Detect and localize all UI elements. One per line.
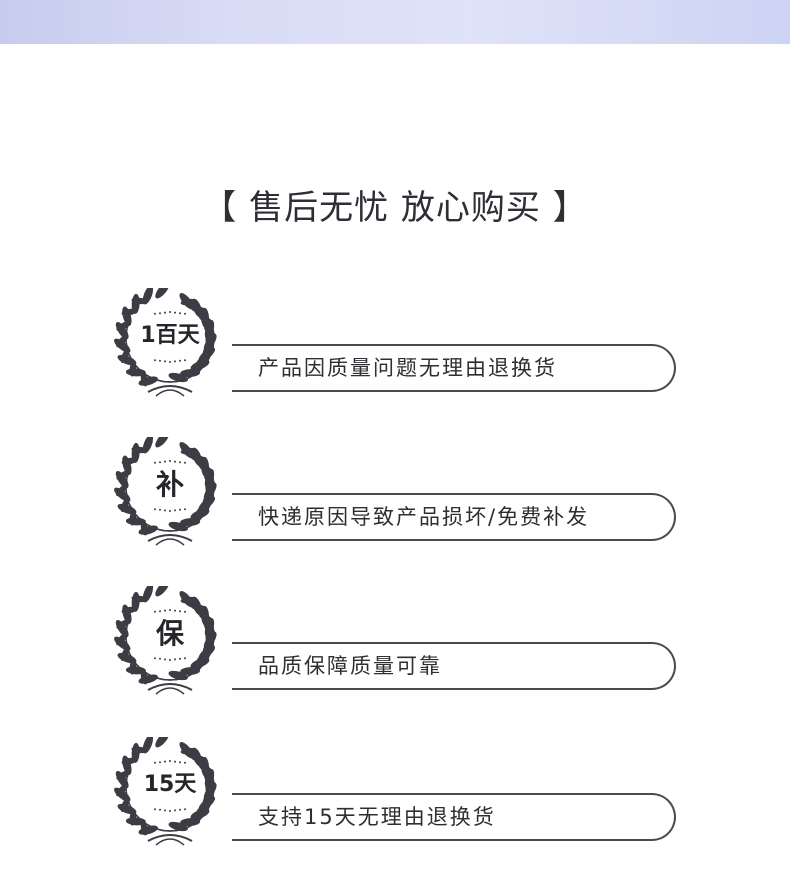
guarantee-pill: [206, 793, 676, 841]
guarantee-pill: [206, 642, 676, 690]
guarantee-text: 支持15天无理由退换货: [258, 805, 496, 829]
guarantee-badge-label: 1百天: [140, 323, 200, 348]
guarantee-item-2: 快递原因导致产品损坏/免费补发 补: [0, 437, 790, 557]
laurel-wreath-icon: 补: [108, 437, 232, 549]
page-title: 【 售后无忧 放心购买 】: [202, 188, 588, 228]
laurel-wreath-icon: 保: [108, 586, 232, 698]
guarantee-pill: [206, 344, 676, 392]
guarantee-text: 产品因质量问题无理由退换货: [258, 356, 557, 380]
guarantee-item-1: 产品因质量问题无理由退换货 1百天: [0, 288, 790, 408]
guarantee-badge-label: 补: [155, 468, 184, 501]
guarantee-text: 品质保障质量可靠: [258, 654, 442, 678]
guarantee-item-3: 品质保障质量可靠 保: [0, 586, 790, 706]
guarantee-item-4: 支持15天无理由退换货 15天: [0, 737, 790, 857]
laurel-wreath-icon: 1百天: [108, 288, 232, 400]
guarantee-pill: [206, 493, 676, 541]
laurel-wreath-icon: 15天: [108, 737, 232, 849]
guarantee-badge-label: 保: [155, 617, 184, 650]
guarantee-text: 快递原因导致产品损坏/免费补发: [258, 505, 590, 529]
top-banner-band: [0, 0, 790, 44]
guarantee-badge-label: 15天: [143, 772, 197, 797]
